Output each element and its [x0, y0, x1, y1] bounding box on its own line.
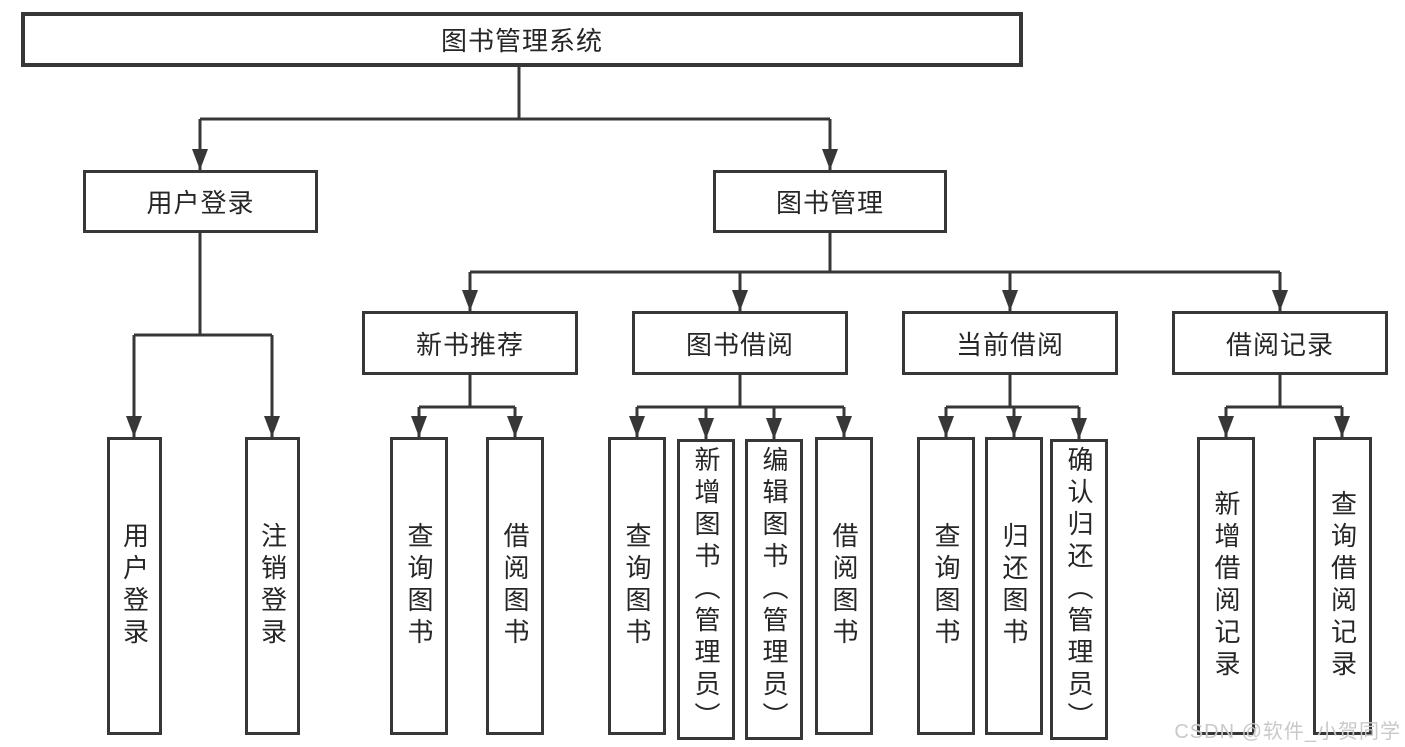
edge-book-management-bus	[470, 231, 1280, 274]
leaf-cb-confirm-return-admin: 确认归还（管理员）	[1050, 439, 1108, 740]
leaf-cb-confirm-return-admin-label: 确认归还（管理员）	[1064, 445, 1094, 734]
leaf-cb-return-books: 归还图书	[985, 437, 1043, 735]
node-current-borrowing: 当前借阅	[902, 311, 1118, 375]
node-root: 图书管理系统	[21, 12, 1023, 67]
leaf-logout-label: 注销登录	[257, 522, 288, 650]
node-book-management: 图书管理	[713, 170, 947, 233]
node-root-label: 图书管理系统	[440, 26, 603, 56]
node-book-management-label: 图书管理	[775, 188, 884, 218]
node-user-login-label: 用户登录	[146, 188, 255, 218]
node-book-borrowing-label: 图书借阅	[685, 329, 794, 360]
leaf-bb-edit-books-admin: 编辑图书（管理员）	[745, 439, 803, 740]
node-user-login: 用户登录	[83, 170, 318, 233]
leaf-cb-return-books-label: 归还图书	[999, 522, 1029, 650]
node-new-book-recommendation-label: 新书推荐	[415, 329, 524, 360]
leaf-user-login-label: 用户登录	[119, 522, 150, 650]
leaf-cb-query-books-label: 查询图书	[931, 522, 961, 650]
edge-book-borrowing-bus	[637, 373, 844, 409]
node-current-borrowing-label: 当前借阅	[955, 329, 1064, 360]
leaf-bb-borrow-books-label: 借阅图书	[829, 522, 859, 650]
leaf-nbr-query-books-label: 查询图书	[404, 522, 434, 650]
leaf-bb-add-books-admin: 新增图书（管理员）	[677, 439, 735, 740]
leaf-user-login: 用户登录	[107, 437, 162, 735]
leaf-nbr-borrow-books-label: 借阅图书	[500, 522, 530, 650]
leaf-br-add-record-label: 新增借阅记录	[1211, 490, 1241, 682]
node-borrowing-records: 借阅记录	[1172, 311, 1388, 375]
leaf-cb-query-books: 查询图书	[917, 437, 975, 735]
leaf-bb-query-books: 查询图书	[608, 437, 666, 735]
node-new-book-recommendation: 新书推荐	[362, 311, 578, 375]
edge-user-login-bus	[134, 231, 272, 337]
leaf-logout: 注销登录	[245, 437, 300, 735]
leaf-br-query-record-label: 查询借阅记录	[1327, 490, 1358, 682]
leaf-bb-borrow-books: 借阅图书	[815, 437, 873, 735]
leaf-br-add-record: 新增借阅记录	[1197, 437, 1255, 735]
node-borrowing-records-label: 借阅记录	[1225, 329, 1334, 360]
leaf-br-query-record: 查询借阅记录	[1313, 437, 1372, 735]
leaf-nbr-query-books: 查询图书	[390, 437, 448, 735]
node-book-borrowing: 图书借阅	[632, 311, 848, 375]
watermark: CSDN @软件_小贺同学	[1174, 721, 1401, 743]
leaf-nbr-borrow-books: 借阅图书	[486, 437, 544, 735]
leaf-bb-add-books-admin-label: 新增图书（管理员）	[691, 445, 721, 734]
edge-current-borrowing-bus	[946, 373, 1079, 409]
edge-borrowing-records-bus	[1226, 373, 1342, 409]
leaf-bb-edit-books-admin-label: 编辑图书（管理员）	[759, 445, 789, 734]
edge-new-book-bus	[419, 373, 515, 409]
leaf-bb-query-books-label: 查询图书	[622, 522, 652, 650]
edge-root-bus	[200, 65, 830, 121]
